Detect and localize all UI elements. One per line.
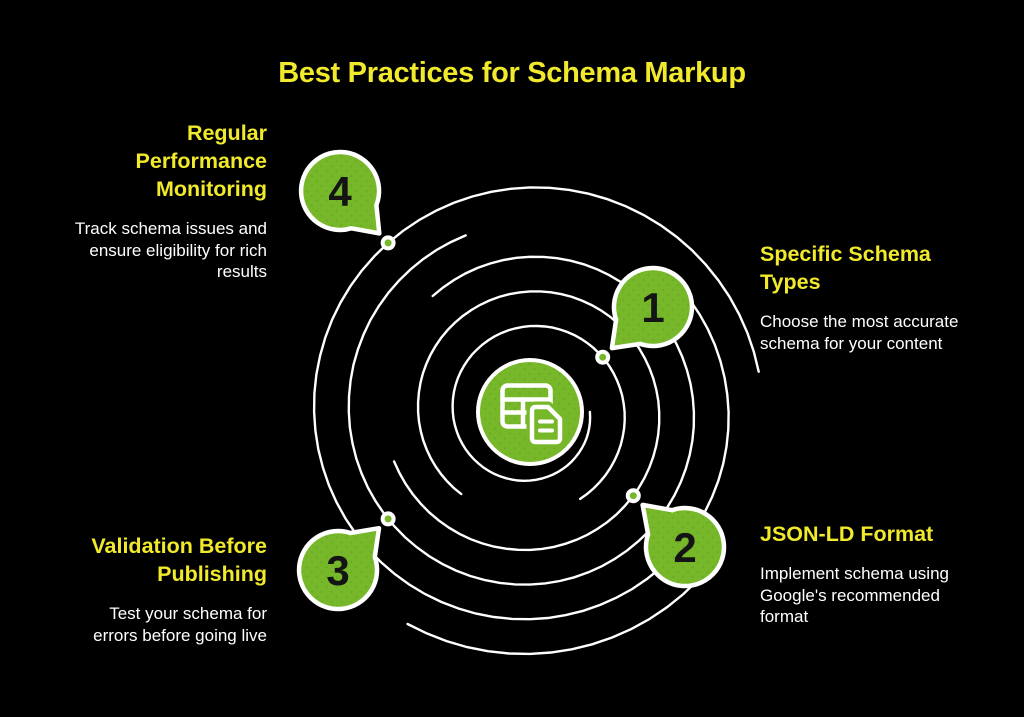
spiral-dot-4 bbox=[380, 235, 396, 251]
step-4-text-block: Regular Performance Monitoring Track sch… bbox=[75, 119, 267, 283]
step-2-number: 2 bbox=[673, 524, 696, 571]
step-4-description: Track schema issues and ensure eligibili… bbox=[74, 219, 267, 281]
step-3-text-block: Validation Before Publishing Test your s… bbox=[91, 532, 267, 646]
spiral-dot-2 bbox=[625, 488, 641, 504]
step-4-number: 4 bbox=[328, 168, 352, 215]
step-1-title: Specific Schema Types bbox=[760, 242, 931, 294]
center-hub bbox=[476, 358, 584, 466]
step-2-bubble bbox=[640, 502, 727, 589]
step-1-number: 1 bbox=[641, 284, 664, 331]
step-3-bubble bbox=[296, 525, 382, 612]
step-3-number: 3 bbox=[326, 547, 349, 594]
step-numbers: 1 2 3 4 bbox=[326, 168, 696, 594]
spiral-dot-1 bbox=[595, 349, 611, 365]
step-3-description: Test your schema for errors before going… bbox=[93, 604, 267, 645]
spiral-dots bbox=[380, 235, 641, 527]
spiral-arc bbox=[347, 234, 696, 586]
step-4-bubble bbox=[298, 149, 382, 236]
step-1-bubble bbox=[609, 265, 695, 351]
spiral-arc bbox=[312, 186, 760, 621]
step-1-description: Choose the most accurate schema for your… bbox=[760, 312, 959, 353]
step-3-title: Validation Before Publishing bbox=[91, 534, 267, 586]
step-2-description: Implement schema using Google's recommen… bbox=[760, 564, 949, 626]
step-bubbles bbox=[296, 149, 727, 612]
step-4-title: Regular Performance Monitoring bbox=[135, 121, 267, 201]
spiral-arc bbox=[451, 324, 626, 501]
spiral-dot-3 bbox=[380, 511, 396, 527]
page-title: Best Practices for Schema Markup bbox=[278, 57, 746, 89]
step-2-title: JSON-LD Format bbox=[760, 522, 934, 546]
schema-markup-icon bbox=[500, 383, 566, 448]
spiral-arc bbox=[406, 578, 700, 656]
step-1-text-block: Specific Schema Types Choose the most ac… bbox=[760, 240, 958, 354]
step-2-text-block: JSON-LD Format Implement schema using Go… bbox=[760, 520, 949, 628]
